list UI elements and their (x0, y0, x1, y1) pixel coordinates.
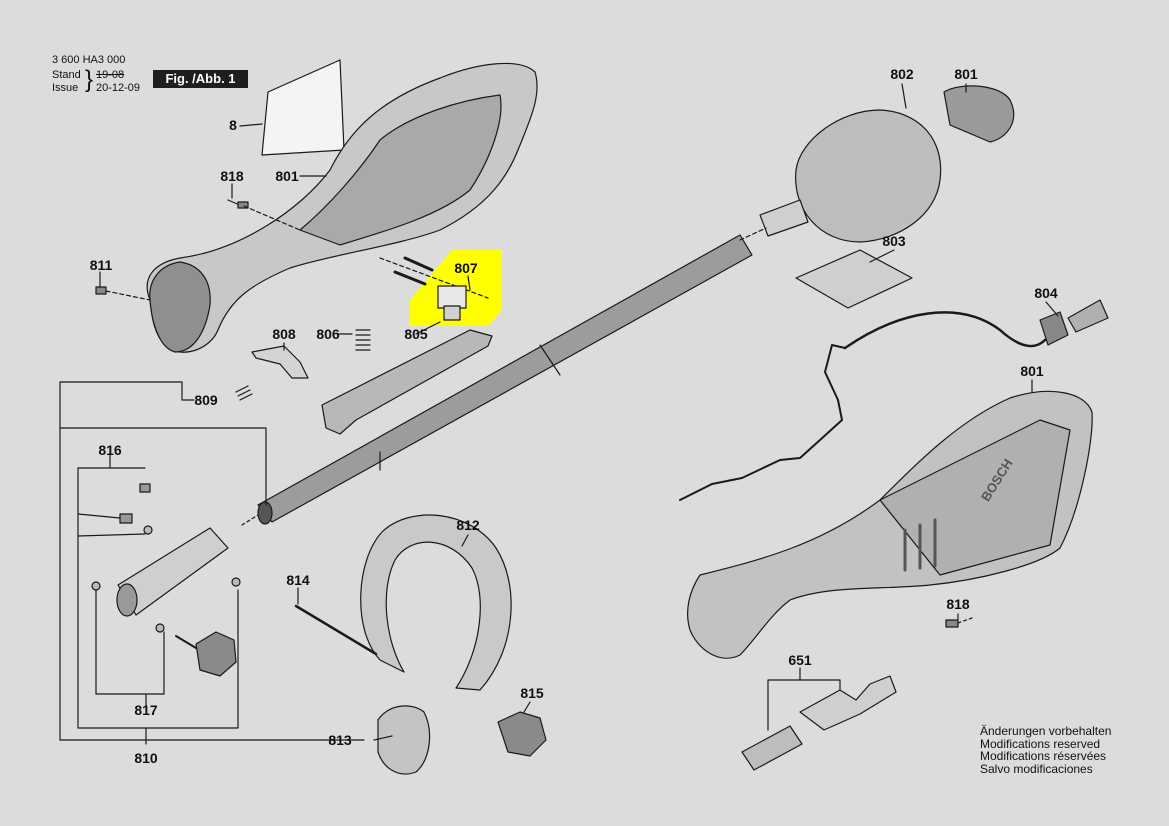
part-number-805: 805 (404, 326, 428, 342)
part-number-816: 816 (98, 442, 122, 458)
part-number-813: 813 (328, 732, 352, 748)
cap-801 (943, 85, 1015, 143)
knob-815 (497, 711, 547, 757)
part-number-812: 812 (456, 517, 480, 533)
note-fr: Modifications réservées (980, 749, 1107, 763)
part-number-804: 804 (1034, 285, 1058, 301)
issue-label: Issue (52, 82, 79, 94)
bracket-809 (59, 381, 195, 741)
note-en: Modifications reserved (980, 736, 1101, 751)
stand-date: 19-08 (96, 69, 125, 81)
part-number-815: 815 (520, 685, 544, 701)
board-803 (795, 249, 913, 309)
switch-807 (437, 285, 467, 309)
part-number-810: 810 (134, 750, 158, 766)
issue-date: 20-12-09 (96, 82, 141, 94)
document-number: 3 600 HA3 000 (52, 54, 126, 66)
trigger-805 (321, 329, 493, 435)
bow-handle-812 (360, 514, 512, 691)
part-number-8: 8 (229, 117, 237, 133)
internal-cable (679, 344, 846, 501)
part-number-807: 807 (454, 260, 478, 276)
connector-651 (799, 675, 897, 731)
part-number-803: 803 (882, 233, 906, 249)
shaft-tube (257, 234, 753, 523)
bracket-816 (59, 427, 267, 506)
brace: } (85, 66, 94, 93)
stand-label: Stand (52, 69, 81, 81)
housing-grip-801 (149, 261, 211, 353)
part-number-818-right: 818 (946, 596, 970, 612)
clamp-813 (377, 705, 431, 775)
part-number-811: 811 (89, 257, 113, 273)
part-number-814: 814 (286, 572, 310, 588)
motor-802 (795, 109, 942, 243)
spring-806 (355, 329, 371, 351)
part-number-817: 817 (134, 702, 158, 718)
housing-half-801-inner (299, 94, 502, 246)
note-de: Änderungen vorbehalten (980, 724, 1112, 738)
part-number-801-bottom: 801 (1020, 363, 1044, 379)
window-plate-8 (261, 59, 345, 156)
part-number-801-top: 801 (275, 168, 299, 184)
part-number-651: 651 (788, 652, 812, 668)
modifications-note: Änderungen vorbehalten Modifications res… (980, 725, 1111, 775)
knob-817 (195, 631, 237, 677)
part-number-806: 806 (316, 326, 340, 342)
part-number-818-left: 818 (220, 168, 244, 184)
part-number-808: 808 (272, 326, 296, 342)
part-number-802: 802 (890, 66, 914, 82)
cord-804 (843, 311, 1047, 350)
figure-label: Fig. /Abb. 1 (153, 70, 248, 88)
screw-814 (294, 604, 378, 656)
lever-808 (251, 345, 309, 379)
spring-809 (235, 385, 253, 401)
note-es: Salvo modificaciones (980, 761, 1093, 776)
part-number-801-cap: 801 (954, 66, 978, 82)
part-number-809: 809 (194, 392, 218, 408)
